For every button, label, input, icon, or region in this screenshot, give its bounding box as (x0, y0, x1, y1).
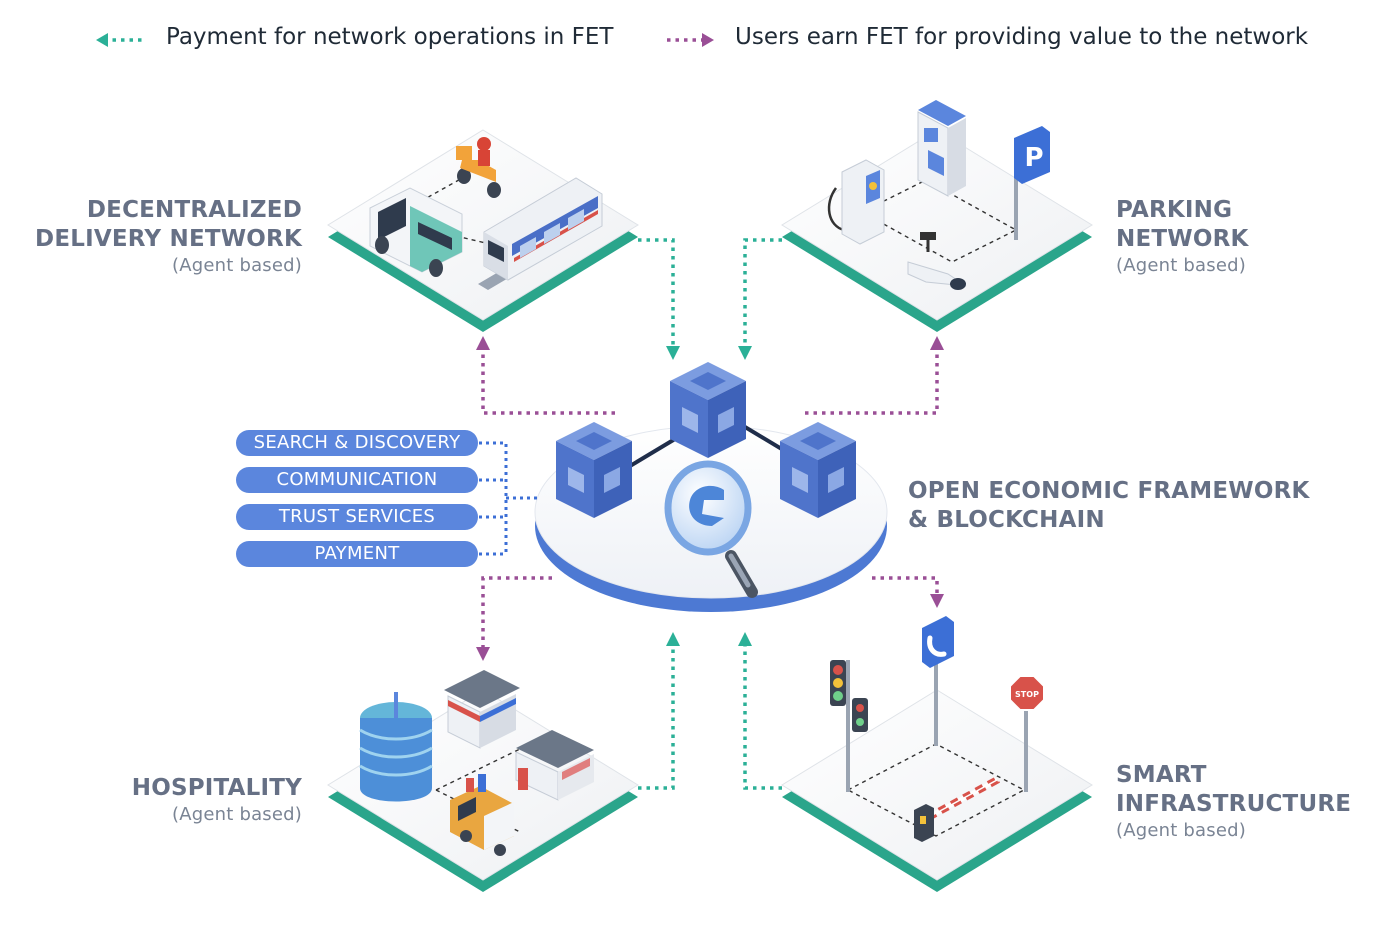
delivery-illustration (369, 137, 603, 290)
arrow-hospitality-to-center (638, 645, 675, 790)
parking-title-line1: PARKING (1116, 197, 1233, 223)
arrow-center-to-smart (872, 576, 939, 596)
center-framework-title: OPEN ECONOMIC FRAMEWORK & BLOCKCHAIN (908, 477, 1310, 535)
restaurant-shop-icon (515, 730, 594, 801)
hospitality-subtitle: (Agent based) (172, 804, 302, 825)
service-communication: COMMUNICATION (236, 467, 478, 493)
arrow-delivery-to-center (638, 238, 675, 348)
scooter-courier-icon (456, 137, 501, 198)
delivery-title-line2: DELIVERY NETWORK (35, 226, 302, 252)
service-connectors (479, 441, 540, 556)
arrow-center-to-parking (743, 238, 782, 348)
arrowhead-delivery-to-center (666, 346, 680, 360)
arrowhead-center-to-parking (738, 346, 752, 360)
ev-charger-icon (827, 159, 885, 245)
hospitality-title: HOSPITALITY (Agent based) (132, 774, 302, 827)
parking-subtitle: (Agent based) (1116, 255, 1246, 276)
legend-earn-arrow (667, 33, 714, 47)
smart-infrastructure-title: SMART INFRASTRUCTURE (Agent based) (1116, 761, 1351, 843)
delivery-title-line1: DECENTRALIZED (86, 197, 302, 223)
arrowhead-center-to-parking-earn (930, 336, 944, 350)
arrow-center-to-parking-earn (805, 350, 939, 415)
arrowhead-smart-to-center (738, 632, 752, 646)
blockchain-cube-top (670, 362, 746, 458)
security-camera-icon (907, 232, 967, 290)
delivery-network-title: DECENTRALIZED DELIVERY NETWORK (Agent ba… (35, 196, 302, 278)
arrowhead-center-to-smart (930, 594, 944, 608)
smart-subtitle: (Agent based) (1116, 820, 1246, 841)
stop-sign-text: STOP (1015, 690, 1039, 699)
traffic-light-icon (830, 660, 868, 792)
food-kiosk-icon (444, 670, 520, 749)
center-title-line1: OPEN ECONOMIC FRAMEWORK (908, 478, 1310, 504)
legend-earn-label: Users earn FET for providing value to th… (735, 24, 1309, 50)
arrowhead-hospitality-to-center (666, 632, 680, 646)
parking-title-line2: NETWORK (1116, 226, 1249, 252)
arrow-smart-to-center (743, 645, 782, 790)
parking-illustration: P (827, 100, 1050, 290)
legend-payment-arrow (96, 33, 142, 47)
delivery-subtitle: (Agent based) (172, 255, 302, 276)
smart-platform (781, 689, 1093, 892)
hospitality-illustration (359, 670, 594, 856)
train-icon (478, 177, 603, 290)
arrowhead-center-to-hospitality (476, 647, 490, 661)
smart-title-line1: SMART (1116, 762, 1207, 788)
food-truck-icon (450, 774, 514, 856)
smart-illustration: STOP (830, 616, 1045, 842)
service-search-discovery: SEARCH & DISCOVERY (236, 430, 478, 456)
barrier-gate-icon (914, 775, 1000, 842)
arrow-center-to-delivery (481, 350, 615, 415)
legend-payment-label: Payment for network operations in FET (166, 24, 614, 50)
phone-sign-icon (922, 616, 954, 746)
arrow-center-to-hospitality (481, 576, 552, 648)
parking-network-title: PARKING NETWORK (Agent based) (1116, 196, 1249, 278)
arrowhead-center-to-delivery (476, 336, 490, 350)
parking-meter-icon (917, 100, 966, 197)
hotel-building-icon (359, 692, 433, 802)
service-payment: PAYMENT (236, 541, 478, 567)
hospitality-title-line1: HOSPITALITY (131, 775, 302, 801)
smart-title-line2: INFRASTRUCTURE (1116, 791, 1352, 817)
parking-sign-letter: P (1024, 143, 1043, 173)
parking-sign-icon: P (1014, 126, 1050, 240)
autonomous-van-icon (369, 187, 463, 277)
center-title-line2: & BLOCKCHAIN (908, 507, 1105, 533)
blockchain-cube-right (780, 422, 856, 518)
magnifier-icon (664, 460, 758, 598)
blockchain-cube-left (556, 422, 632, 518)
stop-sign-icon: STOP (1009, 675, 1045, 792)
service-trust: TRUST SERVICES (236, 504, 478, 530)
